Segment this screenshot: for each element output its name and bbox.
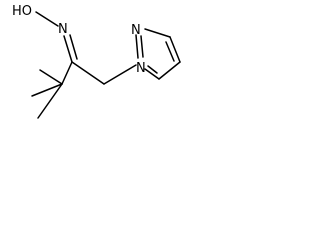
- bond-c5-n1-inner: [147, 65, 158, 74]
- chemical-structure-diagram: HO N N N: [12, 4, 181, 119]
- bond-n1-n2: [135, 34, 139, 59]
- pyrazole-n2-label: N: [131, 23, 141, 38]
- bond-c-n-double-inner: [69, 34, 78, 60]
- bond-n1-n2-double: [140, 35, 144, 58]
- bond-methyl-bottom: [37, 83, 63, 119]
- bond-methyl-left: [31, 83, 63, 97]
- bond-c4-c5: [158, 61, 181, 80]
- hydroxyl-label: HO: [12, 4, 32, 19]
- bond-quaternary-to-carbonyl-carbon: [61, 61, 73, 85]
- bond-n-o: [35, 11, 59, 27]
- pyrazole-n1-label: N: [136, 61, 146, 76]
- bond-ch2-to-pyrazole-n: [103, 64, 137, 85]
- bond-c3-c4-inner: [165, 41, 175, 62]
- bond-methyl-top: [39, 69, 63, 85]
- oxime-nitrogen-label: N: [58, 22, 68, 37]
- bond-carbon-to-ch2: [71, 61, 105, 85]
- bond-c5-n1: [144, 68, 160, 80]
- bond-n2-c3: [144, 28, 171, 38]
- bond-c3-c4: [169, 36, 181, 63]
- bond-c-n-double-outer: [63, 35, 73, 63]
